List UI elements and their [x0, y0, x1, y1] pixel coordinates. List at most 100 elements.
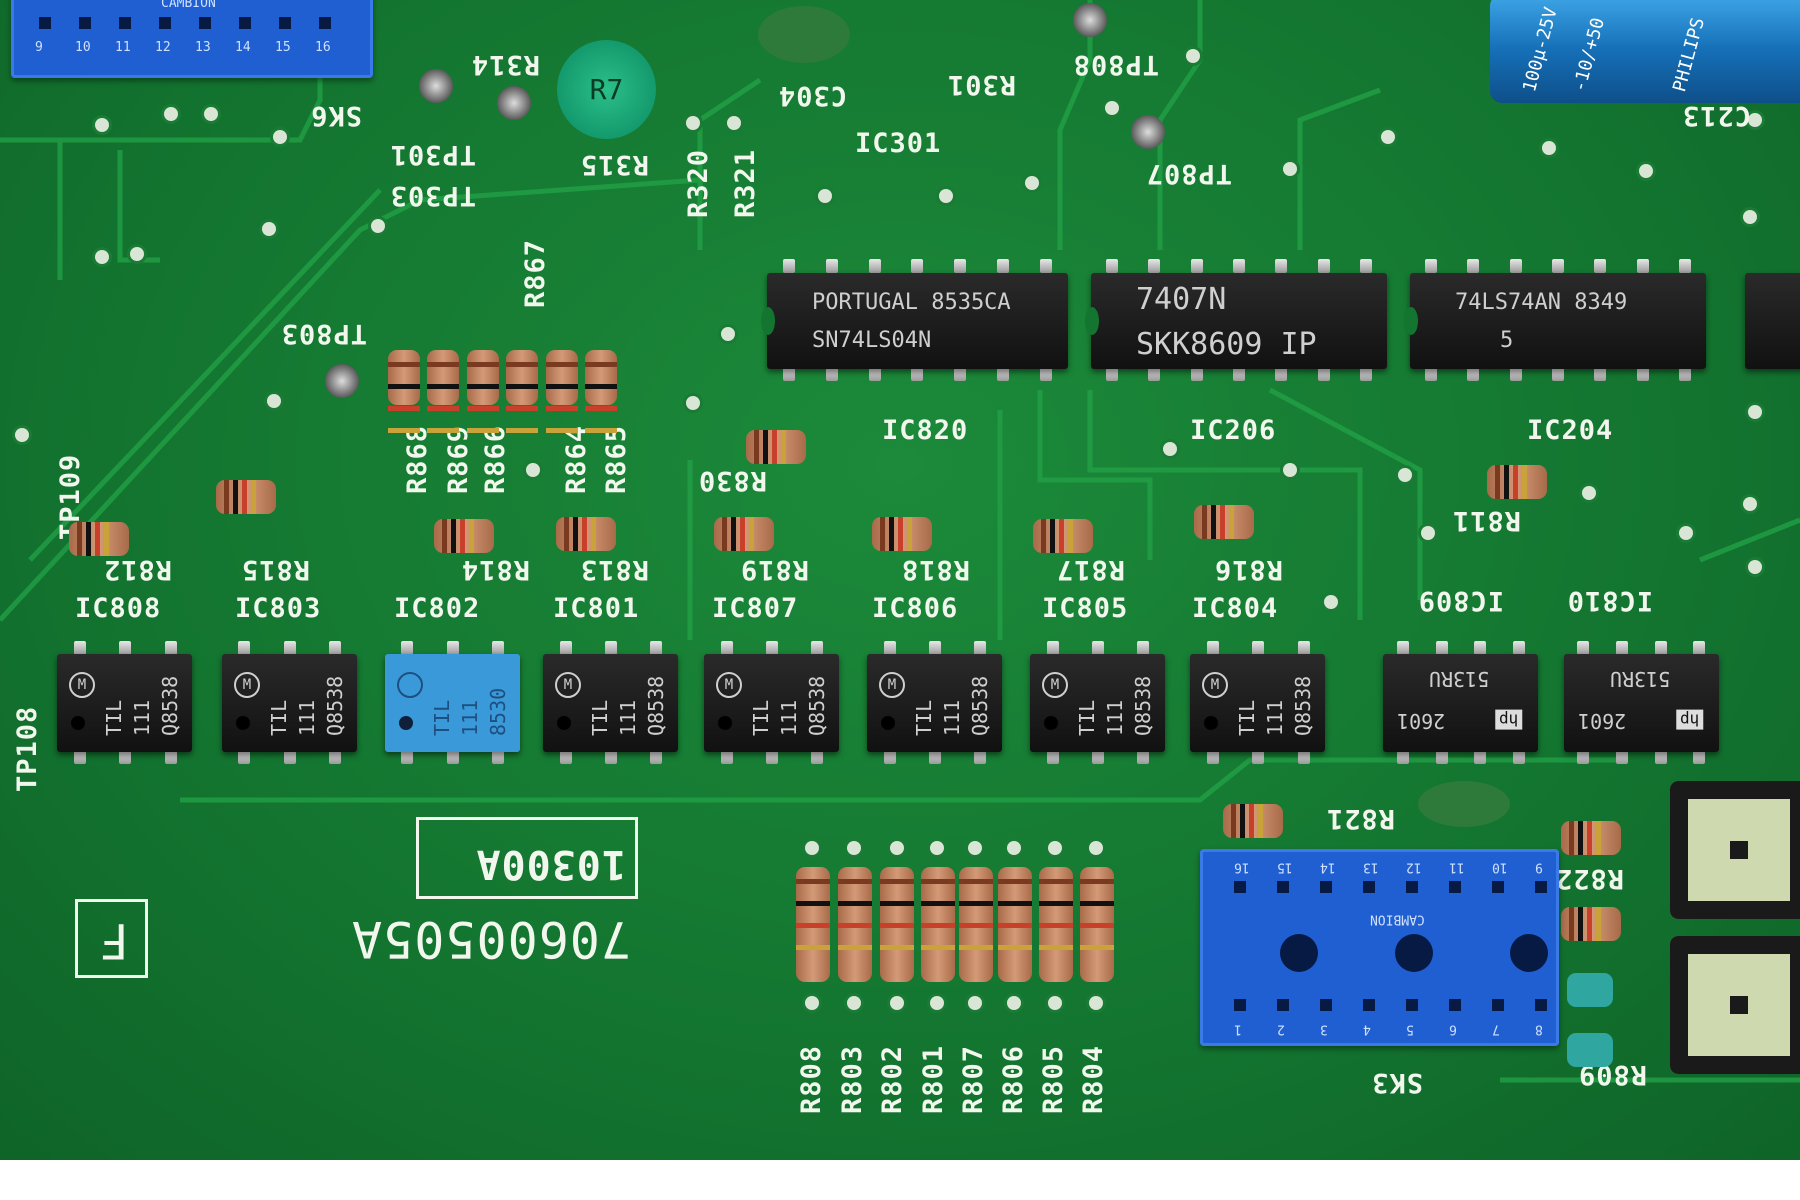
ic-pin: [869, 259, 881, 273]
solder-pad: [1105, 101, 1119, 115]
opto-marking: Q8538: [1131, 675, 1155, 736]
ic-pin: [165, 641, 177, 655]
resistor-band: [388, 384, 420, 389]
ic-pin: [119, 750, 131, 764]
silk-label: R806: [998, 1044, 1029, 1114]
ic-pin: [721, 750, 733, 764]
ic-pin: [974, 750, 986, 764]
solder-pad: [1163, 442, 1177, 456]
resistor-band: [451, 519, 456, 553]
socket-mount-hole: [1395, 934, 1434, 972]
silk-label: TP301: [389, 139, 476, 170]
motorola-logo-icon: M: [555, 672, 581, 698]
resistor-band: [506, 406, 538, 411]
socket-mount-hole: [1280, 934, 1319, 972]
silk-label: R301: [946, 69, 1016, 100]
solder-pad: [204, 107, 218, 121]
ic-pin: [826, 367, 838, 381]
silk-label: IC810: [1566, 585, 1653, 616]
resistor-band: [1504, 465, 1509, 499]
opto-marking: 111: [940, 699, 964, 736]
ic-pin: [74, 641, 86, 655]
silk-label: R868: [402, 424, 433, 494]
socket-hole: [1234, 881, 1246, 893]
resistor-band: [467, 362, 499, 367]
test-point: [419, 69, 453, 103]
silk-label: IC805: [1042, 593, 1129, 624]
solder-pad: [939, 189, 953, 203]
resistor-band: [1080, 901, 1114, 906]
resistor-band: [1039, 945, 1073, 950]
motorola-logo-icon: M: [69, 672, 95, 698]
resistor-band: [1041, 519, 1046, 553]
resistor-band: [781, 430, 786, 464]
silk-label: R819: [739, 554, 809, 585]
silk-label: IC803: [235, 593, 322, 624]
resistor-band: [998, 923, 1032, 928]
silk-label: R321: [730, 148, 761, 218]
resistor-band: [546, 362, 578, 367]
resistor-band: [959, 923, 993, 928]
resistor-band: [1039, 901, 1073, 906]
resistor-band: [591, 517, 596, 551]
resistor: [1223, 804, 1283, 838]
resistor-band: [1587, 907, 1592, 941]
resistor-band: [1211, 505, 1216, 539]
resistor-band: [1068, 519, 1073, 553]
ic-pin: [1360, 367, 1372, 381]
socket-hole: [1363, 999, 1375, 1011]
motorola-logo-icon: M: [234, 672, 260, 698]
resistor-band: [1569, 907, 1574, 941]
socket-hole: [159, 17, 171, 29]
resistor-band: [907, 517, 912, 551]
ic-pin: [1397, 641, 1409, 655]
resistor: [1194, 505, 1254, 539]
resistor-band: [95, 522, 100, 556]
ic-pin: [1148, 259, 1160, 273]
ic-pin: [1474, 750, 1486, 764]
ic-pin: [1513, 750, 1525, 764]
opto-marking: Q8538: [1291, 675, 1315, 736]
resistor: [585, 350, 617, 433]
resistor-band: [1080, 879, 1114, 884]
solder-pad: [968, 841, 982, 855]
solder-pad: [526, 463, 540, 477]
resistor-band: [1220, 505, 1225, 539]
opto-marking: 8530: [486, 687, 510, 736]
socket-pin-number: 13: [195, 40, 211, 55]
solder-pad: [1679, 526, 1693, 540]
pin1-dot: [236, 716, 250, 730]
opto-marking: 111: [1103, 699, 1127, 736]
ic-pin: [766, 750, 778, 764]
resistor-band: [1596, 907, 1601, 941]
pin1-dot: [1044, 716, 1058, 730]
socket-pin-number: 9: [35, 40, 43, 55]
resistor-band: [921, 923, 955, 928]
solder-pad: [1007, 996, 1021, 1010]
ic-pin: [911, 367, 923, 381]
resistor-band: [898, 517, 903, 551]
ic-pin: [1233, 367, 1245, 381]
solder-pad: [1007, 841, 1021, 855]
socket-pin-number: 12: [155, 40, 171, 55]
pin1-notch: [761, 307, 775, 335]
ic-pin: [1207, 641, 1219, 655]
resistor-band: [1578, 907, 1583, 941]
socket-brand: CAMBION: [1370, 911, 1425, 927]
ic-pin: [783, 259, 795, 273]
ic-pin: [974, 641, 986, 655]
ic-pin: [238, 641, 250, 655]
opto-marking: 111: [1263, 699, 1287, 736]
resistor-band: [506, 362, 538, 367]
ic-marking-line2: SN74LS04N: [812, 328, 932, 353]
silk-label: IC820: [882, 415, 969, 446]
socket-hole: [279, 17, 291, 29]
silk-label: R811: [1451, 505, 1521, 536]
resistor-band: [772, 430, 777, 464]
socket-pin-number: 14: [1320, 859, 1336, 875]
ic-pin: [1397, 750, 1409, 764]
